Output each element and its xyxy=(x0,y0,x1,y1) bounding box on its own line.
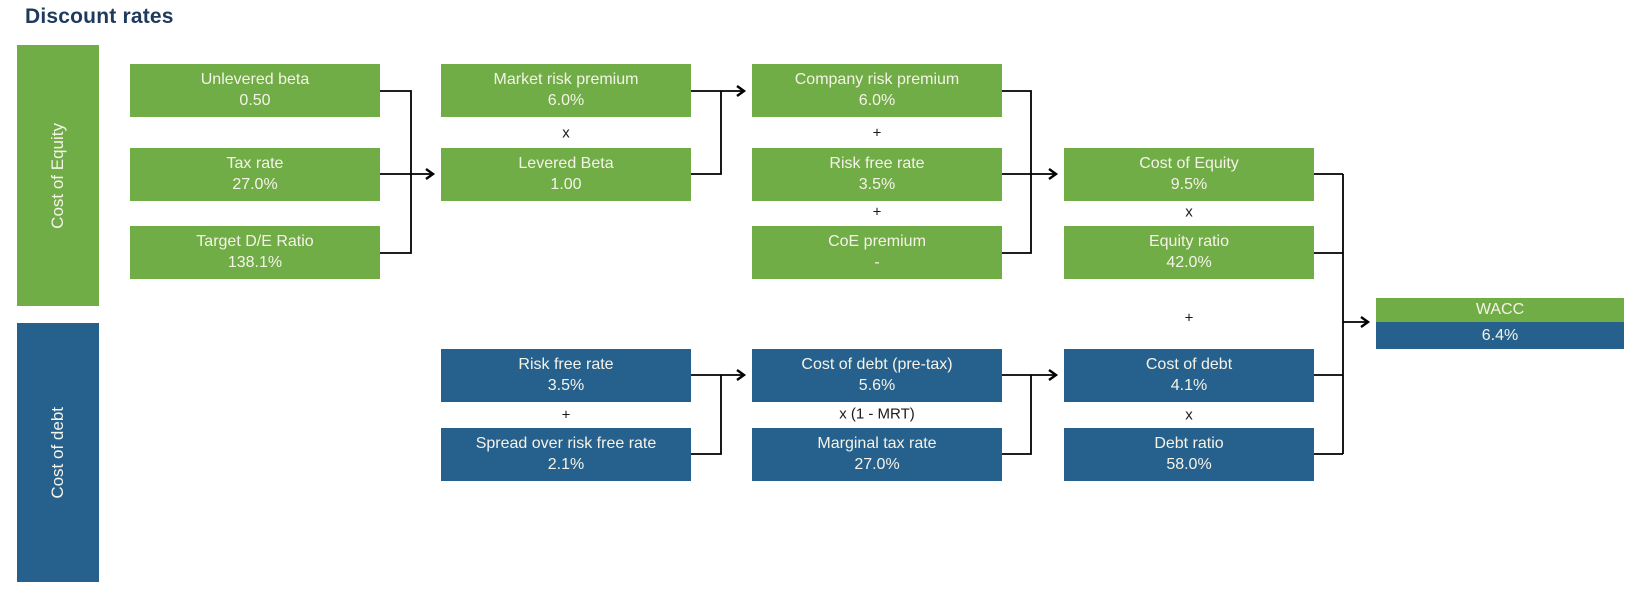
operator-plus-combine: + xyxy=(1184,309,1194,327)
node-value: 42.0% xyxy=(1166,254,1212,271)
sidebar-cost-of-debt: Cost of debt xyxy=(17,323,99,582)
node-value: 9.5% xyxy=(1170,176,1208,193)
node-value: 0.50 xyxy=(239,92,271,109)
node-value: 6.0% xyxy=(547,92,585,109)
node-value: 138.1% xyxy=(227,254,283,271)
node-risk-free-rate-equity: Risk free rate 3.5% xyxy=(752,148,1002,201)
sidebar-cost-of-equity-label: Cost of Equity xyxy=(48,122,67,229)
node-label: Target D/E Ratio xyxy=(196,233,314,251)
node-value: 27.0% xyxy=(854,456,900,473)
node-spread-over-risk-free-rate: Spread over risk free rate 2.1% xyxy=(441,428,691,481)
connector-debt-col3-bracket xyxy=(1002,375,1032,455)
node-value: 58.0% xyxy=(1166,456,1212,473)
operator-plus: + xyxy=(561,406,571,424)
node-label: Debt ratio xyxy=(1154,435,1224,453)
node-cost-of-debt-pretax: Cost of debt (pre-tax) 5.6% xyxy=(752,349,1002,402)
connector-equity-col3-bracket xyxy=(1002,90,1032,254)
sidebar-cost-of-equity: Cost of Equity xyxy=(17,45,99,306)
node-value: - xyxy=(874,254,880,271)
wacc-value: 6.4% xyxy=(1376,322,1624,349)
node-risk-free-rate-debt: Risk free rate 3.5% xyxy=(441,349,691,402)
node-value: 27.0% xyxy=(232,176,278,193)
node-tax-rate: Tax rate 27.0% xyxy=(130,148,380,201)
node-label: Marginal tax rate xyxy=(817,435,937,453)
node-label: Levered Beta xyxy=(518,155,614,173)
node-equity-ratio: Equity ratio 42.0% xyxy=(1064,226,1314,279)
node-wacc: WACC 6.4% xyxy=(1376,298,1624,349)
node-label: Market risk premium xyxy=(493,71,639,89)
node-cost-of-equity: Cost of Equity 9.5% xyxy=(1064,148,1314,201)
node-debt-ratio: Debt ratio 58.0% xyxy=(1064,428,1314,481)
operator-x-1-minus-mrt: x (1 - MRT) xyxy=(839,405,915,423)
operator-multiply: x xyxy=(1185,203,1193,221)
node-label: Spread over risk free rate xyxy=(475,435,657,453)
node-label: Risk free rate xyxy=(829,155,925,173)
connector-equity-col1-bracket xyxy=(380,90,412,254)
node-value: 2.1% xyxy=(547,456,585,473)
page-title: Discount rates xyxy=(25,5,174,28)
node-target-de-ratio: Target D/E Ratio 138.1% xyxy=(130,226,380,279)
node-levered-beta: Levered Beta 1.00 xyxy=(441,148,691,201)
node-label: Cost of debt (pre-tax) xyxy=(801,356,953,374)
node-cost-of-debt: Cost of debt 4.1% xyxy=(1064,349,1314,402)
sidebar-cost-of-debt-label: Cost of debt xyxy=(48,406,67,499)
wacc-label: WACC xyxy=(1376,298,1624,322)
node-value: 5.6% xyxy=(858,377,896,394)
node-value: 1.00 xyxy=(550,176,582,193)
node-coe-premium: CoE premium - xyxy=(752,226,1002,279)
node-value: 3.5% xyxy=(858,176,896,193)
node-value: 4.1% xyxy=(1170,377,1208,394)
node-label: Tax rate xyxy=(226,155,284,173)
connector-debt-col2-bracket xyxy=(691,375,722,455)
node-label: Risk free rate xyxy=(518,356,614,374)
connector-equity-col2-bracket xyxy=(691,91,722,175)
node-label: Cost of Equity xyxy=(1139,155,1239,173)
operator-plus: + xyxy=(872,124,882,142)
node-label: Cost of debt xyxy=(1145,356,1233,374)
node-unlevered-beta: Unlevered beta 0.50 xyxy=(130,64,380,117)
node-value: 6.0% xyxy=(858,92,896,109)
node-value: 3.5% xyxy=(547,377,585,394)
node-label: CoE premium xyxy=(828,233,926,251)
connector-final-bracket xyxy=(1314,173,1344,455)
node-label: Equity ratio xyxy=(1148,233,1230,251)
node-company-risk-premium: Company risk premium 6.0% xyxy=(752,64,1002,117)
operator-multiply: x xyxy=(1185,406,1193,424)
node-marginal-tax-rate: Marginal tax rate 27.0% xyxy=(752,428,1002,481)
node-label: Unlevered beta xyxy=(200,71,310,89)
operator-plus: + xyxy=(872,203,882,221)
operator-multiply: x xyxy=(562,124,570,142)
node-label: Company risk premium xyxy=(794,71,960,89)
node-market-risk-premium: Market risk premium 6.0% xyxy=(441,64,691,117)
